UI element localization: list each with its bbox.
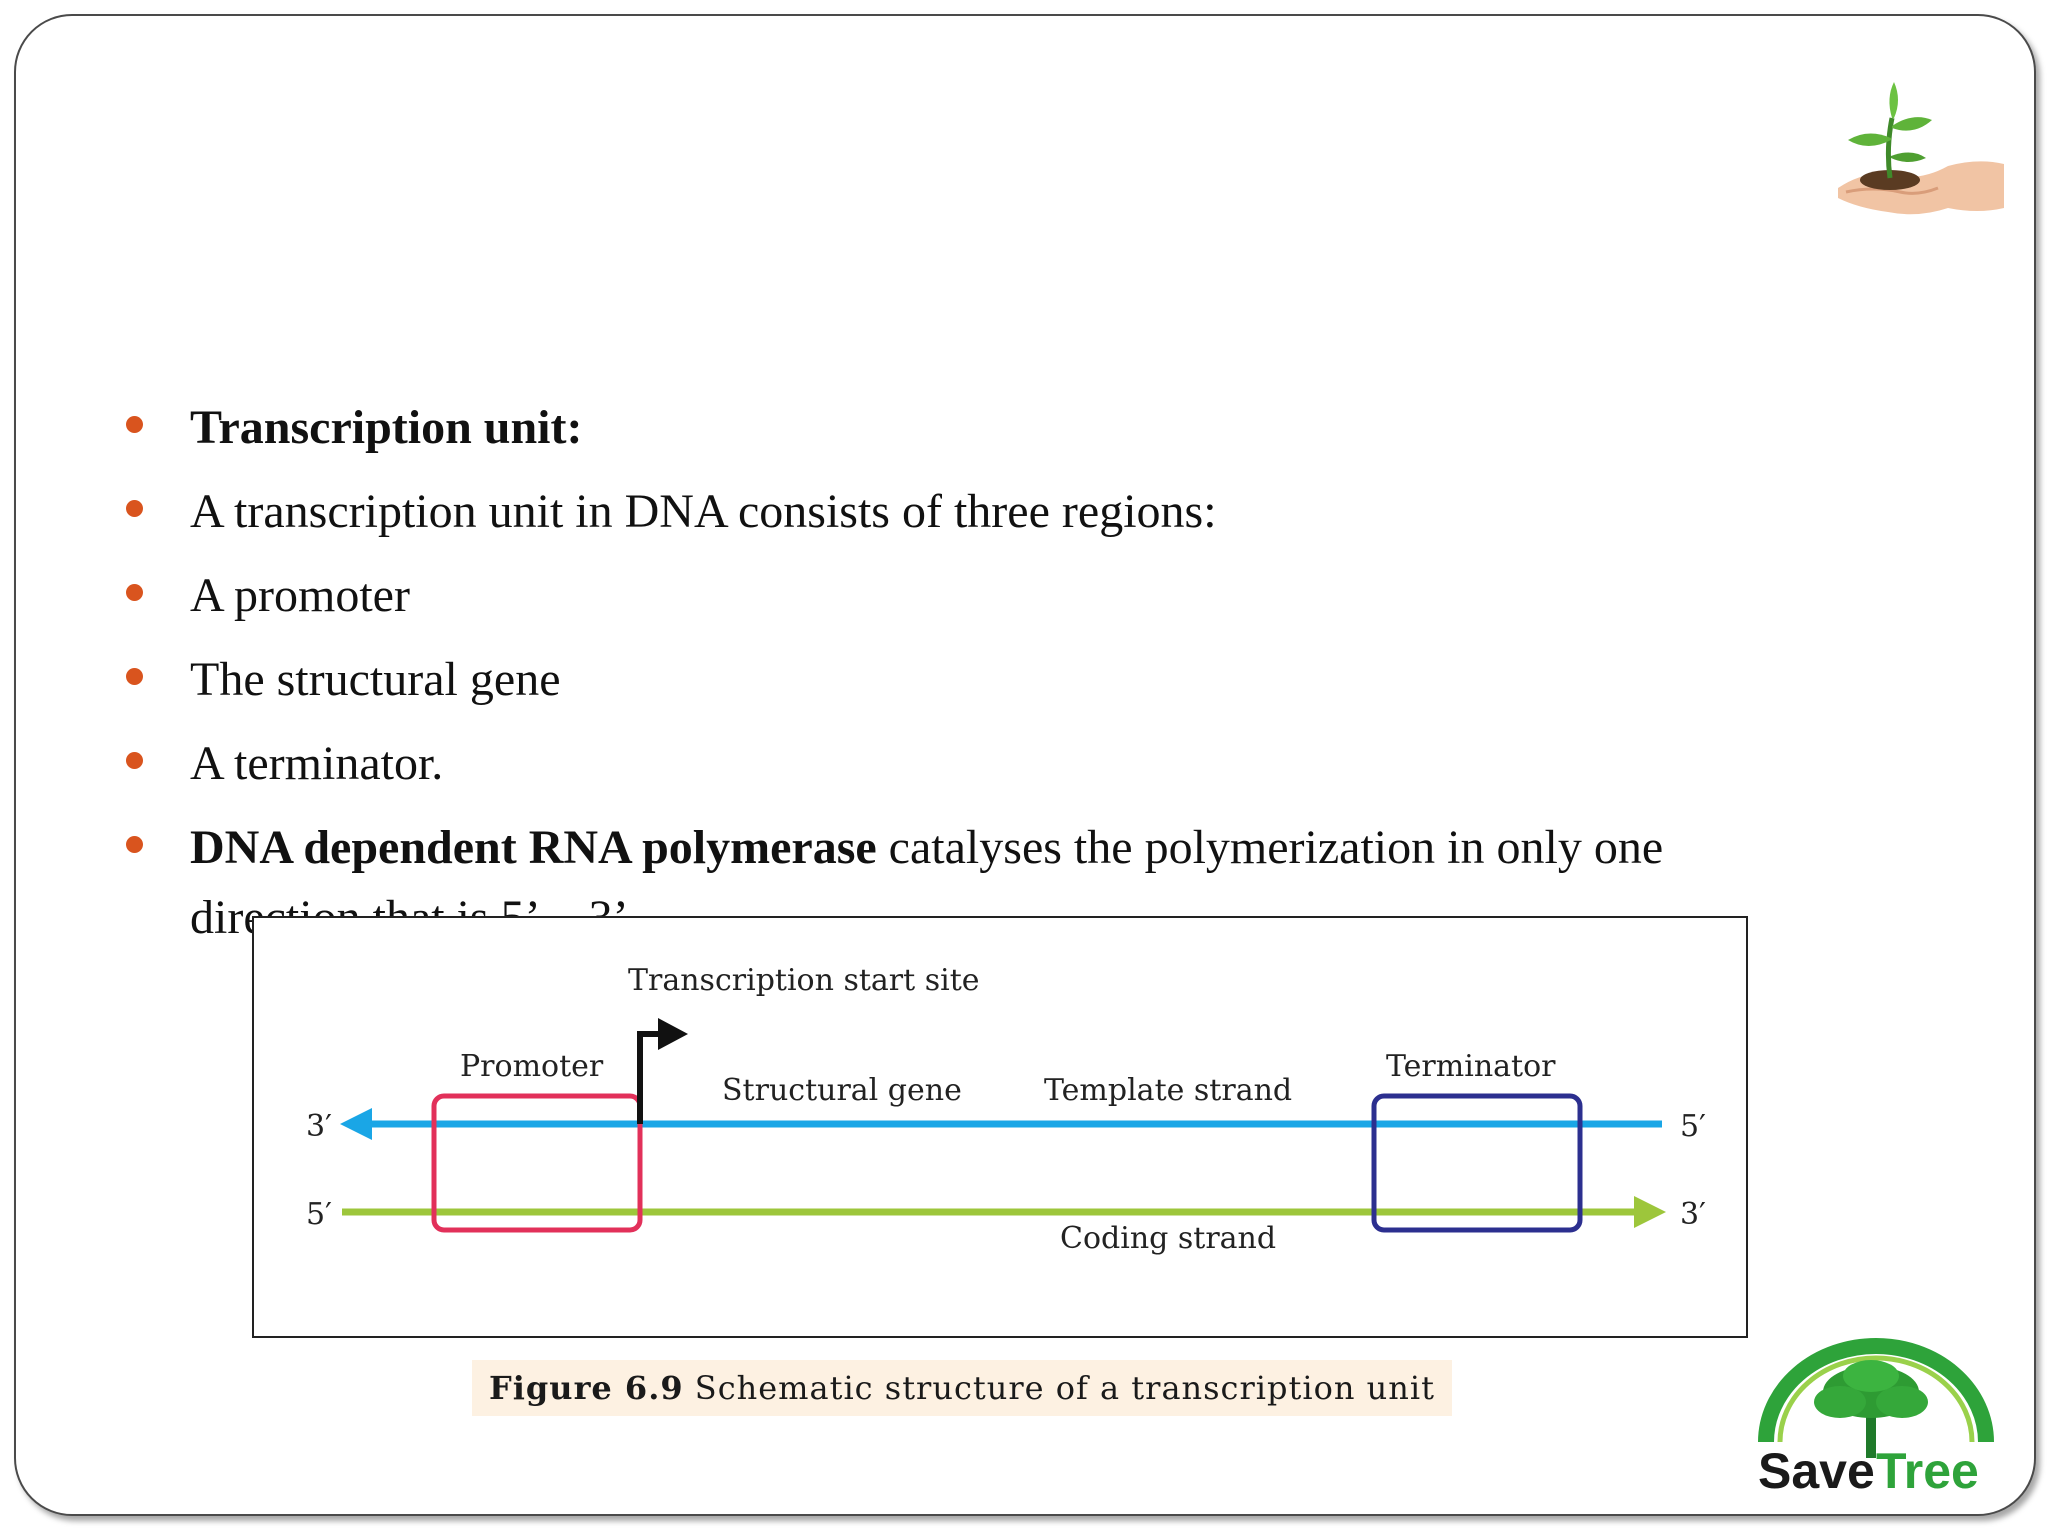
bottom-left-end-label: 5′ [306, 1197, 332, 1232]
bullet-terminator: A terminator. [126, 722, 1926, 806]
bullet-text: The structural gene [190, 653, 561, 706]
figure-caption: Figure 6.9 Schematic structure of a tran… [472, 1360, 1452, 1416]
bullet-text: A promoter [190, 569, 410, 622]
bullet-structural-gene: The structural gene [126, 638, 1926, 722]
bullet-dot [126, 836, 143, 853]
promoter-label: Promoter [460, 1049, 604, 1084]
bullet-dot [126, 500, 143, 517]
start-site-arrowhead-icon [658, 1018, 688, 1050]
slide: Transcription unit: A transcription unit… [14, 14, 2036, 1516]
tree-icon [1814, 1360, 1928, 1458]
caption-text: Schematic structure of a transcription u… [683, 1369, 1435, 1407]
bullet-three-regions: A transcription unit in DNA consists of … [126, 470, 1926, 554]
bullet-bold-text: Transcription unit: [190, 401, 583, 454]
top-right-end-label: 5′ [1680, 1109, 1706, 1144]
coding-strand-arrowhead [1634, 1196, 1666, 1228]
figure-diagram: Transcription start site Promoter Struct… [306, 963, 1706, 1256]
terminator-box [1371, 1093, 1583, 1233]
bullet-bold-text: DNA dependent RNA polymerase [190, 821, 877, 874]
bullet-transcription-unit: Transcription unit: [126, 386, 1926, 470]
bottom-right-end-label: 3′ [1680, 1197, 1706, 1232]
bullet-rna-polymerase: DNA dependent RNA polymerase catalyses t… [126, 806, 1926, 890]
logo-save-text: Save [1758, 1443, 1875, 1499]
logo-tree-text: Tree [1876, 1443, 1979, 1499]
bullet-dot [126, 668, 143, 685]
caption-figure-number: Figure 6.9 [489, 1369, 684, 1407]
bullet-text: A terminator. [190, 737, 444, 790]
bullet-dot [126, 584, 143, 601]
bullet-dot [126, 752, 143, 769]
coding-strand-label: Coding strand [1060, 1221, 1276, 1256]
template-strand-label: Template strand [1044, 1073, 1292, 1108]
bullet-dot [126, 416, 143, 433]
terminator-label: Terminator [1386, 1049, 1556, 1084]
promoter-box [431, 1093, 643, 1233]
bullet-list: Transcription unit: A transcription unit… [126, 386, 1926, 890]
bullet-text: A transcription unit in DNA consists of … [190, 485, 1217, 538]
start-site-label: Transcription start site [628, 963, 980, 998]
bullet-text: catalyses the polymerization in only one [876, 821, 1664, 874]
bullet-promoter: A promoter [126, 554, 1926, 638]
plant-in-hands-image [1838, 82, 2004, 215]
transcription-unit-figure: Transcription start site Promoter Struct… [252, 916, 1748, 1338]
top-left-end-label: 3′ [306, 1109, 332, 1144]
template-strand-arrowhead [340, 1108, 372, 1140]
start-site-arrow-icon [637, 1031, 664, 1124]
save-tree-logo: Save Tree [1758, 1338, 1994, 1499]
structural-gene-label: Structural gene [722, 1073, 962, 1108]
